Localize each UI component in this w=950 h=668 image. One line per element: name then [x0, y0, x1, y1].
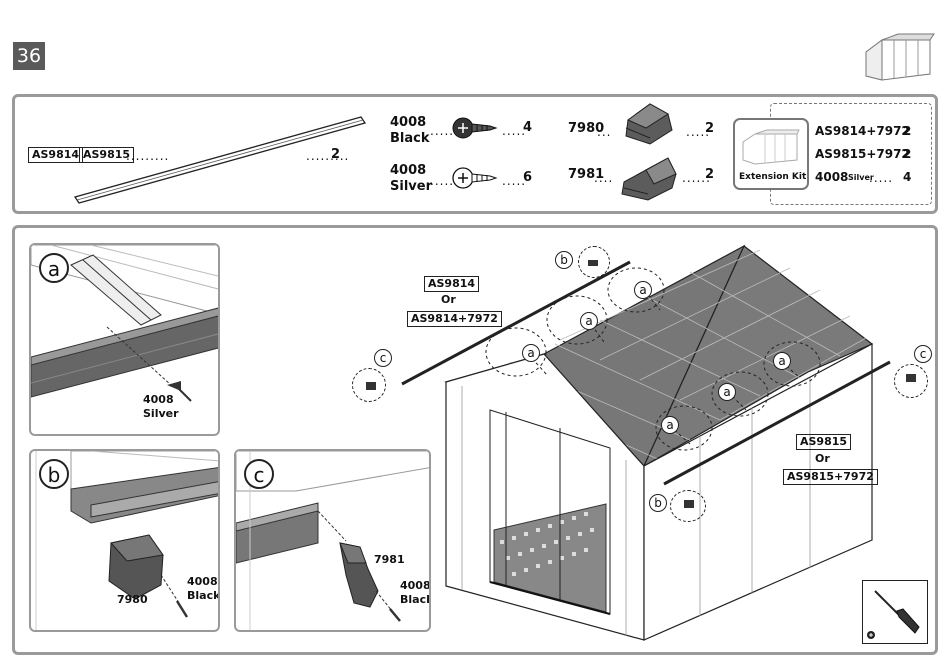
leader-dots: ..... — [502, 124, 527, 138]
detail-c-inset: c 7981 4008 Black — [234, 449, 431, 632]
screw-black-quantity: 4 — [523, 120, 533, 135]
detail-c-bracket-code: 7981 — [374, 553, 405, 566]
detail-b-screw-code: 4008 — [187, 575, 218, 588]
detail-b-inset: b 7980 4008 Black — [29, 449, 220, 632]
rail-quantity: 2 — [331, 147, 341, 162]
bracket-7980-illustration — [625, 103, 673, 145]
marker-a: a — [773, 352, 791, 370]
ext-item-code-3: 4008 — [815, 170, 849, 184]
right-rail-or: Or — [815, 452, 830, 465]
parts-list-panel — [12, 94, 938, 214]
marker-a: a — [634, 281, 652, 299]
leader-dots: ... — [597, 125, 612, 139]
screw-black-color: Black — [390, 131, 430, 146]
detail-a-inset: a 4008 Silver — [29, 243, 220, 436]
extension-kit-label: Extension Kit — [739, 172, 807, 182]
leader-dots: ..... — [430, 174, 455, 188]
detail-c-screw-color: Black — [400, 593, 431, 606]
detail-c-letter: c — [244, 459, 274, 489]
step-number: 36 — [13, 42, 45, 70]
leader-dots: ..... — [869, 171, 894, 185]
detail-a-screw-code: 4008 — [143, 393, 174, 406]
leader-dots: ..... — [430, 124, 455, 138]
left-rail-alt-code: AS9814+7972 — [407, 311, 502, 327]
callout-c-left — [352, 368, 386, 402]
leader-dots: .... — [594, 171, 614, 185]
detail-a-screw-color: Silver — [143, 407, 179, 420]
detail-b-screw-color: Black — [187, 589, 220, 602]
extension-kit-badge: Extension Kit — [733, 118, 809, 190]
marker-b: b — [555, 251, 573, 269]
ext-item-qty-2: 2 — [903, 147, 912, 161]
part-code-as9814: AS9814 — [28, 147, 84, 163]
detail-b-letter: b — [39, 459, 69, 489]
shed-thumbnail-icon — [865, 33, 935, 81]
callout-b-bottom — [670, 490, 706, 522]
tool-box — [862, 580, 928, 644]
detail-c-screw-code: 4008 — [400, 579, 431, 592]
leader-dots: ..... — [502, 174, 527, 188]
ext-item-code-1: AS9814+7972 — [815, 124, 910, 138]
rail-part-illustration — [73, 116, 367, 204]
bracket-7981-quantity: 2 — [705, 167, 715, 182]
assembly-panel — [12, 225, 938, 655]
screw-silver-color: Silver — [390, 179, 432, 194]
marker-b: b — [649, 494, 667, 512]
screw-black-code: 4008 — [390, 115, 427, 130]
leader-dots: ...... — [682, 171, 711, 185]
screwdriver-icon — [867, 590, 920, 639]
ext-item-qty-3: 4 — [903, 170, 912, 184]
bracket-7981-code: 7981 — [568, 167, 605, 182]
left-rail-code: AS9814 — [424, 276, 480, 292]
black-screw-icon — [452, 117, 498, 139]
screw-silver-code: 4008 — [390, 163, 427, 178]
leader-dots: ......... — [126, 149, 170, 163]
screw-silver-quantity: 6 — [523, 170, 533, 185]
bracket-7980-code: 7980 — [568, 121, 605, 136]
marker-a: a — [522, 344, 540, 362]
marker-a: a — [580, 312, 598, 330]
bracket-7980-quantity: 2 — [705, 121, 715, 136]
right-rail-alt-code: AS9815+7972 — [783, 469, 878, 485]
part-code-as9815: AS9815 — [79, 147, 135, 163]
ext-item-qty-1: 2 — [903, 124, 912, 138]
detail-a-letter: a — [39, 253, 69, 283]
ext-item-note-3: Silver — [848, 173, 874, 182]
detail-b-bracket-code: 7980 — [117, 593, 148, 606]
marker-a: a — [718, 383, 736, 401]
right-rail-code: AS9815 — [796, 434, 852, 450]
extension-shed-icon — [742, 129, 800, 165]
bracket-7981-illustration — [621, 157, 677, 201]
detail-c-illustration — [236, 451, 429, 630]
detail-b-illustration — [35, 451, 218, 630]
marker-c: c — [914, 345, 932, 363]
callout-c-right — [894, 364, 928, 398]
ext-item-code-2: AS9815+7972 — [815, 147, 910, 161]
marker-a: a — [661, 416, 679, 434]
leader-dots: ......... — [306, 149, 350, 163]
left-rail-or: Or — [441, 293, 456, 306]
leader-dots: ..... — [686, 125, 711, 139]
marker-c: c — [374, 349, 392, 367]
silver-screw-icon — [452, 167, 498, 189]
detail-a-illustration — [31, 245, 218, 402]
callout-b-top — [578, 246, 610, 278]
